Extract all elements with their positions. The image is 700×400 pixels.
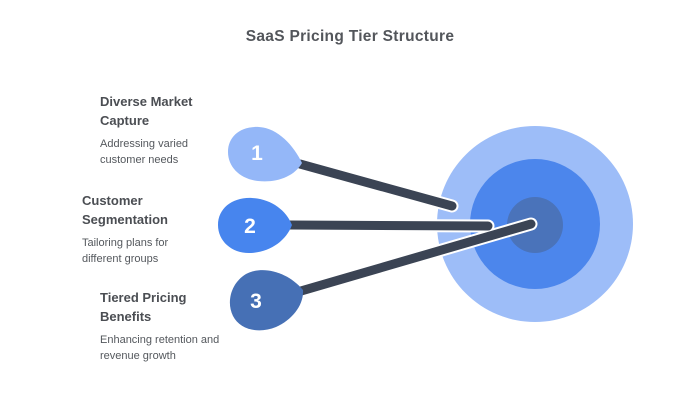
tier-description-1: Addressing varied customer needs bbox=[100, 138, 189, 166]
tier-number-3: 3 bbox=[250, 290, 262, 313]
tier-number-1: 1 bbox=[251, 142, 263, 165]
tier-label-3: Tiered Pricing Benefits Enhancing retent… bbox=[100, 288, 226, 364]
tier-heading-2: Customer Segmentation bbox=[82, 193, 168, 227]
tier-marker-1 bbox=[228, 126, 302, 182]
tier-description-2: Tailoring plans for different groups bbox=[82, 237, 169, 265]
connector-line-1 bbox=[295, 159, 457, 211]
tier-label-1: Diverse Market Capture Addressing varied… bbox=[100, 92, 218, 168]
tier-number-2: 2 bbox=[244, 215, 256, 238]
tier-marker-2 bbox=[218, 197, 292, 254]
connector-line-3 bbox=[296, 219, 536, 296]
diagram-title: SaaS Pricing Tier Structure bbox=[245, 28, 455, 45]
connector-line-2 bbox=[285, 220, 493, 231]
tier-heading-3: Tiered Pricing Benefits bbox=[100, 290, 187, 324]
tier-marker-3 bbox=[229, 270, 304, 331]
tier-description-3: Enhancing retention and revenue growth bbox=[100, 334, 220, 362]
tier-heading-1: Diverse Market Capture bbox=[100, 94, 193, 128]
tier-label-2: Customer Segmentation Tailoring plans fo… bbox=[82, 191, 200, 267]
